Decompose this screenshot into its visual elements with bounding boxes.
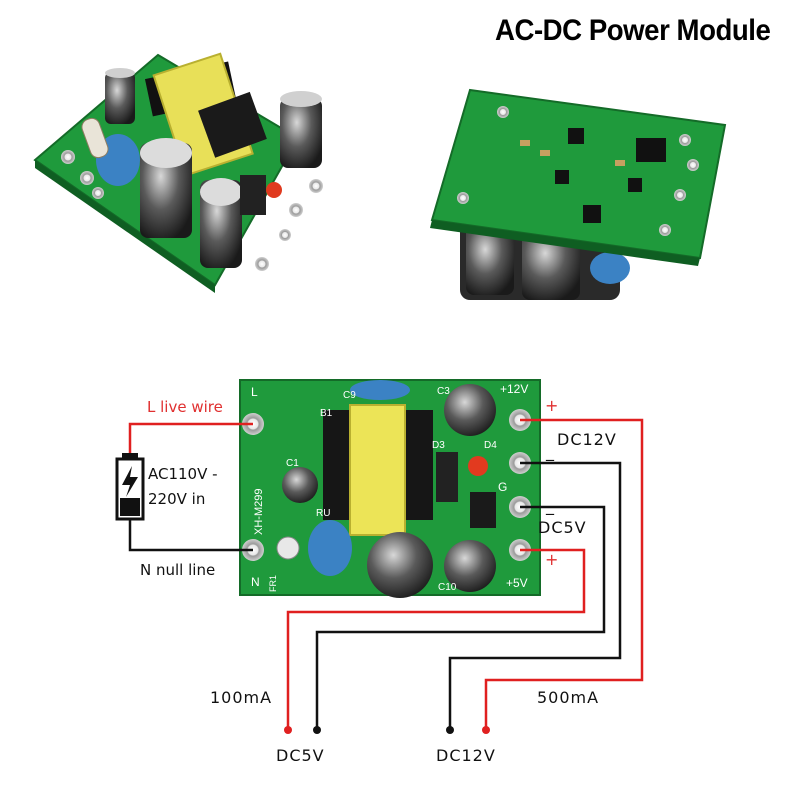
transformer-bobbin: [349, 404, 406, 536]
smd-resistor: [615, 160, 625, 166]
capacitor: [466, 225, 514, 295]
smd-transistor: [568, 128, 584, 144]
label-null-line: N null line: [140, 561, 216, 579]
battery-terminal: [122, 453, 138, 459]
wire-gnd-12v: [448, 461, 622, 728]
transformer-core: [198, 91, 267, 158]
capacitor-top: [280, 91, 322, 107]
wire-null: [128, 518, 253, 552]
silk-model: XH-M299: [253, 489, 265, 535]
led: [266, 182, 282, 198]
photo-module-bottom: [430, 88, 727, 300]
y-capacitor: [590, 252, 630, 284]
pad: [279, 229, 291, 241]
label-current-12v: 500mA: [537, 688, 600, 707]
smd-diode: [555, 170, 569, 184]
silk-ru: RU: [316, 508, 330, 519]
label-minus-12v: _: [546, 442, 554, 461]
pad: [289, 203, 303, 217]
label-ac-in-line2: 220V in: [148, 490, 206, 508]
silk-d4: D4: [484, 440, 497, 451]
pcb-edge: [35, 160, 215, 293]
y-capacitor: [308, 520, 352, 576]
label-current-5v: 100mA: [210, 688, 273, 707]
capacitor-top: [200, 178, 242, 206]
pad: [674, 189, 686, 201]
label-ac-in-line1: AC110V -: [148, 465, 218, 483]
pad: [92, 187, 104, 199]
capacitor: [280, 98, 322, 168]
silk-d3: D3: [432, 440, 445, 451]
capacitor-top: [140, 138, 192, 168]
diode-d3: [436, 452, 458, 502]
terminal-12v-minus: [446, 726, 454, 734]
wires: [128, 418, 644, 728]
silk-plus5v: +5V: [506, 576, 528, 590]
fuse-fr1: [276, 536, 300, 560]
terminal-12v-plus: [482, 726, 490, 734]
label-dc12v-top: DC12V: [557, 430, 617, 449]
fuse-resistor: [81, 117, 109, 159]
label-dc5v-mid: DC5V: [538, 518, 587, 537]
page-title: AC-DC Power Module: [495, 14, 771, 47]
pcb-edge: [430, 220, 700, 266]
smd-resistor: [520, 140, 530, 146]
pad: [457, 192, 469, 204]
silk-c10: C10: [438, 582, 457, 593]
wire-gnd-5v: [315, 505, 606, 728]
capacitor: [140, 143, 192, 238]
wiring-board: L N +12V +5V G C9 C3 C1 B1 D3 D4 C10 RU …: [239, 379, 541, 598]
capacitor-c3: [444, 384, 496, 436]
terminal-5v-minus: [313, 726, 321, 734]
label-plus-12v: +: [545, 396, 559, 415]
terminal-5v-plus: [284, 726, 292, 734]
silk-n: N: [251, 575, 260, 589]
pad: [687, 159, 699, 171]
capacitor-c1: [282, 467, 318, 503]
silk-g: G: [498, 480, 507, 494]
pad: [309, 179, 323, 193]
pad: [497, 106, 509, 118]
pad: [679, 134, 691, 146]
wire-live: [128, 422, 253, 458]
label-output-dc12v: DC12V: [436, 746, 496, 765]
label-minus-5v: _: [546, 496, 554, 515]
pad: [80, 171, 94, 185]
capacitor-output: [444, 540, 496, 592]
capacitor: [105, 72, 135, 124]
ic-chip: [636, 138, 666, 162]
transistor: [470, 492, 496, 528]
bridge-rectifier: [583, 205, 601, 223]
lightning-icon: [122, 466, 138, 497]
pad: [61, 150, 75, 164]
label-output-dc5v: DC5V: [276, 746, 325, 765]
label-plus-5v: +: [545, 550, 559, 569]
transistor: [240, 175, 266, 215]
silk-c3: C3: [437, 386, 450, 397]
pad: [659, 224, 671, 236]
label-live-wire: L live wire: [147, 398, 223, 416]
silk-c1: C1: [286, 458, 299, 469]
wire-plus5v: [286, 548, 586, 728]
pad: [255, 257, 269, 271]
capacitor-top: [105, 68, 135, 78]
silk-fr1: FR1: [268, 575, 278, 592]
smd-part: [628, 178, 642, 192]
capacitor-c9: [350, 380, 410, 400]
photo-module-top: [33, 52, 323, 293]
silk-c9: C9: [343, 390, 356, 401]
silk-l: L: [251, 385, 258, 399]
wire-plus12v: [484, 418, 644, 728]
led-d4: [468, 456, 488, 476]
smd-resistor: [540, 150, 550, 156]
silk-plus12v: +12V: [500, 382, 528, 396]
silk-b1: B1: [320, 408, 333, 419]
capacitor-main: [367, 532, 433, 598]
ac-source-icon: [115, 453, 145, 521]
battery-fill: [120, 498, 140, 516]
